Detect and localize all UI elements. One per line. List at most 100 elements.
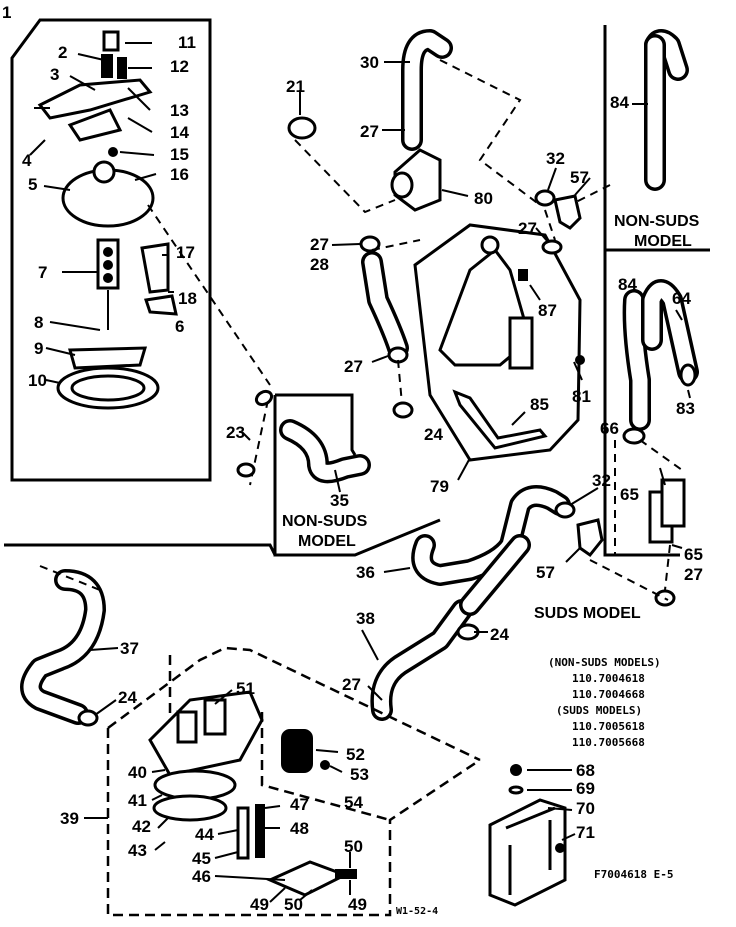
part-cap [102, 30, 120, 52]
callout-65b: 65 [684, 545, 703, 564]
pump-seal-42 [152, 794, 228, 822]
model-list-item-1: 110.7004618 [572, 672, 645, 685]
callout-39: 39 [60, 809, 79, 828]
callout-57a: 57 [570, 168, 589, 187]
callout-85: 85 [530, 395, 549, 414]
model-number-list: (NON-SUDS MODELS) 110.7004618 110.700466… [548, 656, 661, 749]
callout-4: 4 [22, 151, 32, 170]
callout-27f: 27 [342, 675, 361, 694]
model-list-item-4: 110.7005668 [572, 736, 645, 749]
callout-30: 30 [360, 53, 379, 72]
callout-11: 11 [178, 33, 196, 52]
part-spring [101, 54, 113, 78]
non-suds-top-line1: NON-SUDS [614, 213, 700, 230]
callout-41: 41 [128, 791, 147, 810]
fitting-32-57-group [534, 167, 591, 255]
tub-assembly-group [413, 209, 585, 481]
callout-3: 3 [50, 65, 59, 84]
suds-model-label: SUDS MODEL [534, 605, 641, 622]
rod-85 [452, 389, 548, 450]
non-suds-mid-line1: NON-SUDS [282, 513, 368, 530]
callout-87: 87 [538, 301, 557, 320]
part-ball [108, 147, 118, 157]
callout-46: 46 [192, 867, 211, 886]
callout-51: 51 [236, 679, 255, 698]
callout-49a: 49 [250, 895, 269, 914]
suds-fittings-group [589, 439, 686, 607]
callout-28: 28 [310, 255, 329, 274]
callout-42: 42 [132, 817, 151, 836]
callout-66: 66 [600, 419, 619, 438]
model-list-heading-nonsuds: (NON-SUDS MODELS) [548, 656, 661, 669]
artist-code: W1-52-4 [396, 906, 438, 917]
bracket-70-71-group [488, 764, 576, 907]
callout-24a: 24 [424, 425, 443, 444]
callout-81: 81 [572, 387, 591, 406]
gasket-21 [287, 116, 317, 140]
callout-27c: 27 [344, 357, 363, 376]
part-lever [144, 294, 178, 316]
hose-28-group [331, 235, 421, 419]
callout-40: 40 [128, 763, 147, 782]
callout-16: 16 [170, 165, 189, 184]
pump-box-39 [84, 646, 481, 917]
callout-27d: 27 [518, 219, 537, 238]
callout-6: 6 [175, 317, 184, 336]
callout-27a: 27 [360, 122, 379, 141]
screw-44 [236, 806, 250, 860]
callout-49b: 49 [348, 895, 367, 914]
figure-code: F7004618 E-5 [594, 868, 673, 881]
hose-37-group [20, 565, 119, 727]
callout-79: 79 [430, 477, 449, 496]
non-suds-mid-line2: MODEL [298, 533, 356, 550]
callout-9: 9 [34, 339, 43, 358]
callout-5: 5 [28, 175, 37, 194]
callout-15: 15 [170, 145, 189, 164]
callout-27e: 27 [684, 565, 703, 584]
callout-1: 1 [2, 3, 11, 22]
hose-84-64-group [622, 279, 699, 445]
callout-24c: 24 [118, 688, 137, 707]
model-labels: NON-SUDS MODEL NON-SUDS MODEL SUDS MODEL [282, 213, 700, 622]
non-suds-top-line2: MODEL [634, 233, 692, 250]
callout-7: 7 [38, 263, 47, 282]
callout-35: 35 [330, 491, 349, 510]
callout-14: 14 [170, 123, 189, 142]
callout-84b: 84 [618, 275, 637, 294]
bracket-70 [488, 798, 567, 907]
callout-27b: 27 [310, 235, 329, 254]
callout-17: 17 [176, 243, 195, 262]
callout-numbers: 1 2 3 4 5 6 7 8 9 10 11 12 13 14 15 16 1… [2, 3, 703, 914]
callout-38: 38 [356, 609, 375, 628]
callout-10: 10 [28, 371, 47, 390]
callout-21: 21 [286, 77, 305, 96]
model-list-heading-suds: (SUDS MODELS) [556, 704, 642, 717]
clamp-23-group [236, 389, 274, 478]
callout-43: 43 [128, 841, 147, 860]
valve-bracket [140, 242, 170, 294]
callout-65a: 65 [620, 485, 639, 504]
filter-52 [281, 729, 313, 773]
callout-52: 52 [346, 745, 365, 764]
part-pin [117, 57, 127, 79]
callout-47: 47 [290, 795, 309, 814]
pump-assembly-group [10, 18, 212, 482]
fitting-65b [660, 478, 686, 528]
callout-68: 68 [576, 761, 595, 780]
part-bracket [37, 78, 153, 120]
callout-8: 8 [34, 313, 43, 332]
callout-45: 45 [192, 849, 211, 868]
callout-84a: 84 [610, 93, 629, 112]
non-suds-box-mid [273, 393, 441, 557]
agitator-bracket [508, 316, 534, 370]
callout-80: 80 [474, 189, 493, 208]
pump-port [92, 160, 116, 184]
valve-80-group [287, 29, 541, 214]
callout-12: 12 [170, 57, 189, 76]
callout-53: 53 [350, 765, 369, 784]
callout-57b: 57 [536, 563, 555, 582]
callout-36: 36 [356, 563, 375, 582]
callout-18: 18 [178, 289, 197, 308]
callout-48: 48 [290, 819, 309, 838]
non-suds-model-top [559, 25, 710, 557]
